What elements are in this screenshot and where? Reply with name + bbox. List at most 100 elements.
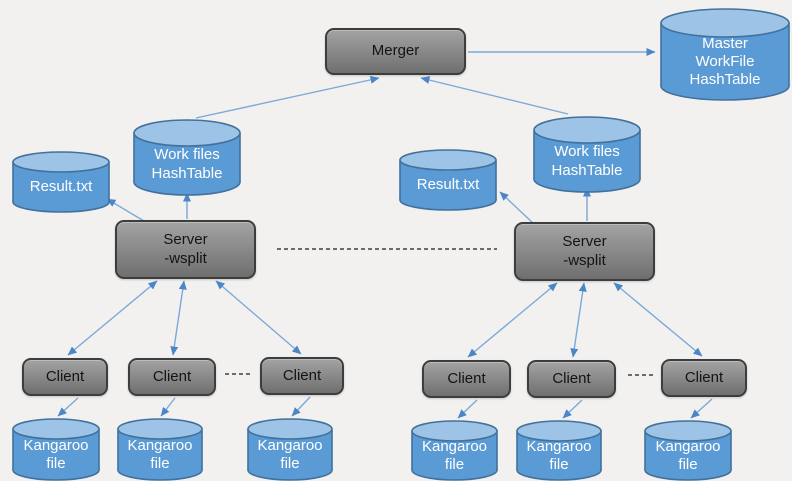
client-6-box-label: Client: [685, 369, 723, 387]
arrow-client-6-to-kangaroo-6: [690, 398, 713, 419]
arrow-workfiles-right-to-merger: [420, 76, 569, 115]
result-txt-right-cylinder-label-line: Result.txt: [416, 176, 480, 194]
kangaroo-file-3-cylinder-label-line: Kangaroo: [257, 436, 323, 454]
work-files-hashtable-right-cylinder-shape: [533, 116, 641, 193]
merger-box-label: Merger: [372, 42, 420, 60]
client-4-box-label: Client: [447, 370, 485, 388]
client-3-box-label-line: Client: [282, 366, 322, 384]
arrow-client-2-to-kangaroo-2: [160, 397, 176, 417]
result-txt-right-cylinder-label: Result.txt: [399, 160, 497, 211]
work-files-hashtable-right-cylinder-label-line: HashTable: [551, 161, 623, 179]
arrow-server-right-to-result-right: [499, 191, 535, 225]
server-left-box-label: Server-wsplit: [163, 231, 207, 268]
result-txt-left-cylinder: Result.txt: [12, 151, 110, 213]
kangaroo-file-4-cylinder-label-line: Kangaroo: [421, 437, 488, 455]
client-4-box: Client: [422, 360, 511, 398]
server-left-box-label-line: Server: [163, 231, 208, 249]
work-files-hashtable-left-cylinder-shape: [133, 119, 241, 196]
work-files-hashtable-left-cylinder-label-line: Work files: [154, 146, 220, 164]
arrow-client-3-to-kangaroo-3: [291, 396, 311, 417]
client-2-box: Client: [128, 358, 216, 396]
server-left-box-label-line: -wsplit: [164, 249, 207, 267]
result-txt-left-cylinder-shape: [12, 151, 110, 213]
work-files-hashtable-left-cylinder-label-line: HashTable: [151, 164, 223, 182]
arrow-client-1-to-kangaroo-1: [57, 397, 79, 417]
server-right-box-label: Server-wsplit: [562, 233, 606, 270]
result-txt-left-cylinder-label: Result.txt: [12, 162, 110, 213]
client-3-box-label: Client: [283, 367, 321, 385]
client-3-box: Client: [260, 357, 344, 395]
client-5-box-label-line: Client: [552, 369, 591, 387]
master-workfile-hashtable-cylinder-shape: [660, 8, 790, 101]
kangaroo-file-1-cylinder-shape: [12, 418, 100, 481]
arrow-server-left-to-result-left: [106, 198, 145, 222]
arrow-server-left-client-2: [170, 280, 187, 356]
merger-box-label-line: Merger: [371, 42, 420, 60]
arrow-server-left-client-3: [215, 280, 302, 355]
kangaroo-file-5-cylinder-label-line: Kangaroo: [526, 437, 592, 455]
server-right-box-label-line: Server: [562, 233, 607, 251]
client-2-box-label-line: Client: [152, 367, 192, 385]
kangaroo-file-6-cylinder-label-line: file: [678, 456, 698, 473]
kangaroo-file-5-cylinder-shape: [516, 420, 602, 481]
kangaroo-file-5-cylinder-label-line: file: [549, 456, 569, 473]
kangaroo-file-6-cylinder-label-line: Kangaroo: [655, 437, 721, 455]
arrow-server-right-client-5: [570, 282, 587, 358]
client-5-box: Client: [527, 360, 616, 398]
client-1-box-label: Client: [46, 368, 84, 386]
server-right-box: Server-wsplit: [514, 222, 655, 281]
arrow-server-right-client-4: [467, 282, 558, 358]
kangaroo-file-2-cylinder-label-line: file: [150, 455, 170, 472]
kangaroo-file-3-cylinder-shape: [247, 418, 333, 481]
merger-box: Merger: [325, 28, 466, 75]
client-1-box-label-line: Client: [45, 367, 85, 385]
kangaroo-file-1-cylinder-label-line: Kangaroo: [23, 436, 89, 454]
client-6-box-label-line: Client: [684, 368, 724, 386]
kangaroo-file-2-cylinder-label-line: Kangaroo: [127, 436, 193, 454]
server-left-box: Server-wsplit: [115, 220, 256, 279]
client-4-box-label-line: Client: [447, 369, 486, 387]
kangaroo-file-1-cylinder-label-line: file: [46, 455, 66, 472]
kangaroo-file-3-cylinder-label-line: file: [280, 455, 300, 472]
arrow-client-4-to-kangaroo-4: [457, 399, 478, 419]
result-txt-right-cylinder-shape: [399, 149, 497, 211]
arrow-workfiles-left-to-merger: [195, 75, 380, 119]
client-5-box-label: Client: [552, 370, 590, 388]
kangaroo-file-4-cylinder-label-line: file: [444, 456, 465, 473]
arrow-server-right-client-6: [613, 282, 703, 357]
master-workfile-hashtable-cylinder-label-line: WorkFile: [695, 52, 755, 70]
master-workfile-hashtable-cylinder-label-line: HashTable: [689, 71, 761, 89]
client-6-box: Client: [661, 359, 747, 397]
kangaroo-file-2-cylinder-shape: [117, 418, 203, 481]
arrow-server-left-client-1: [67, 280, 158, 356]
kangaroo-file-4-cylinder-shape: [411, 420, 498, 481]
work-files-hashtable-right-cylinder-label-line: Work files: [554, 143, 620, 161]
kangaroo-file-6-cylinder-shape: [644, 420, 732, 481]
result-txt-left-cylinder-label-line: Result.txt: [29, 178, 93, 196]
client-2-box-label: Client: [153, 368, 191, 386]
client-1-box: Client: [22, 358, 108, 396]
server-right-box-label-line: -wsplit: [563, 251, 606, 269]
arrow-client-5-to-kangaroo-5: [562, 399, 583, 419]
master-workfile-hashtable-cylinder-label-line: Master: [702, 34, 748, 52]
result-txt-right-cylinder: Result.txt: [399, 149, 497, 211]
